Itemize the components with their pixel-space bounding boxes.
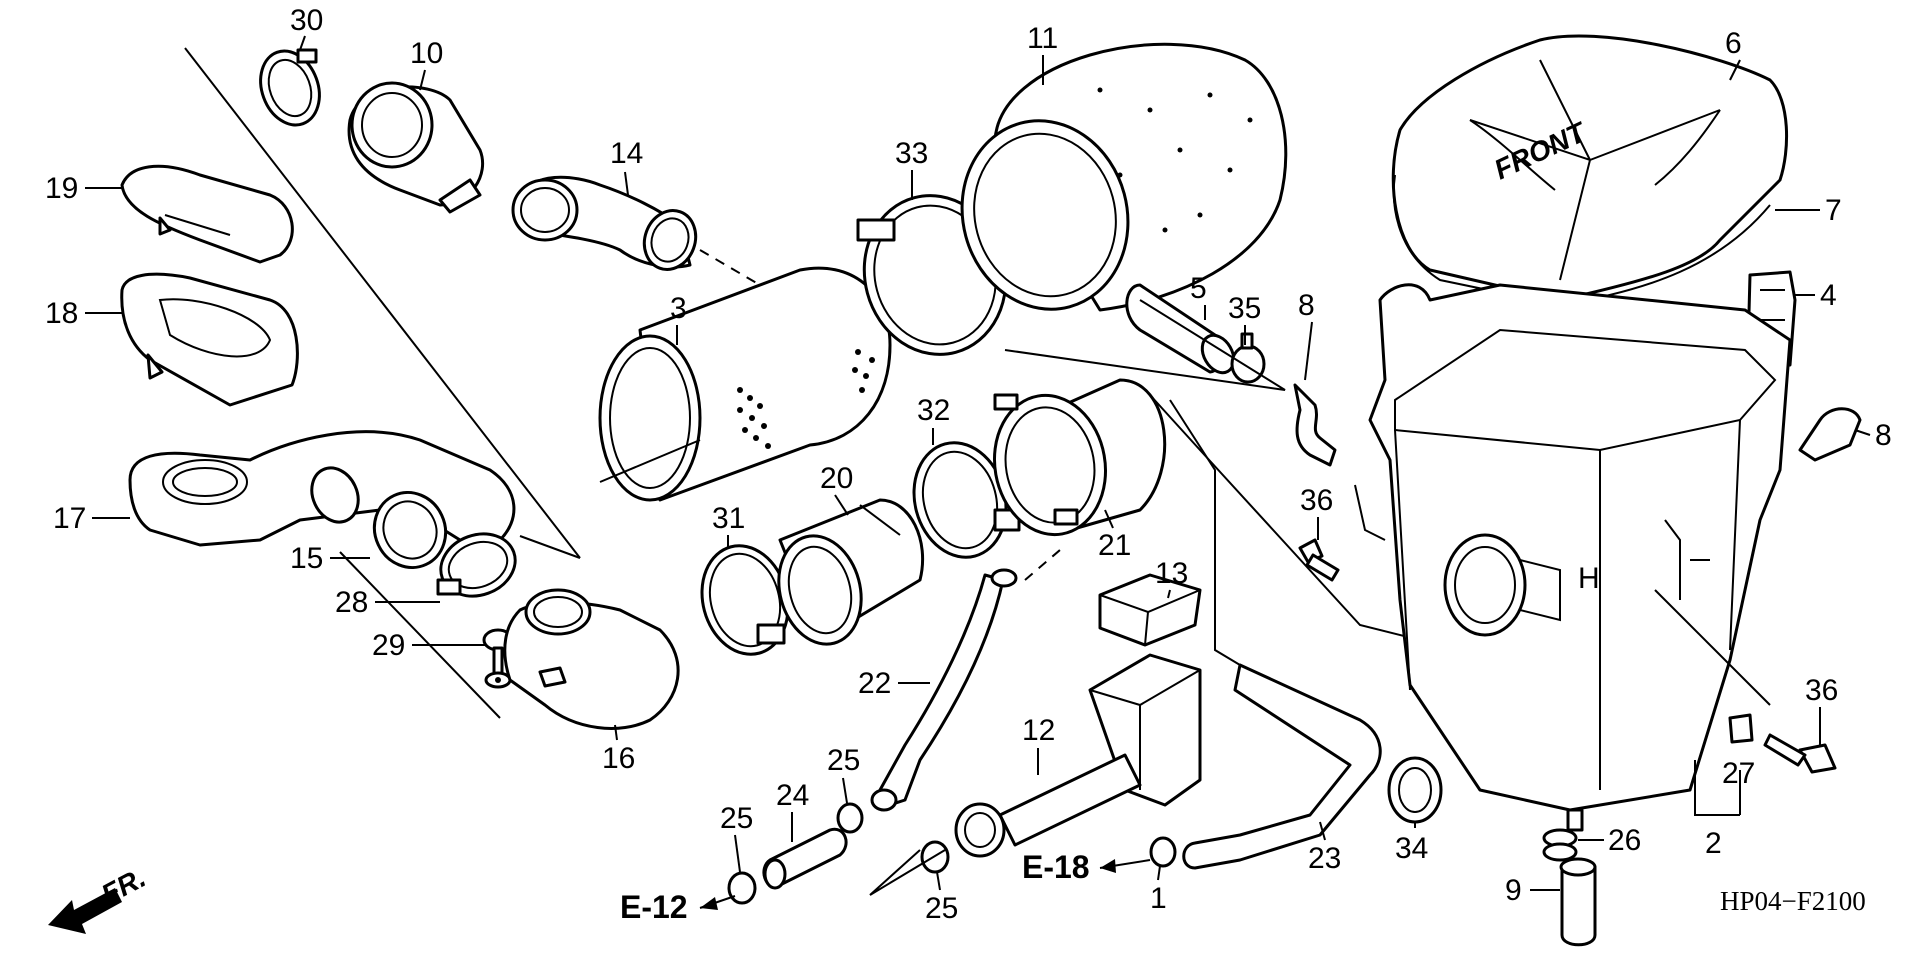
clamp-28 (436, 532, 517, 598)
label-17: 17 (53, 502, 86, 535)
label-15: 15 (290, 542, 323, 575)
label-32: 32 (917, 394, 950, 427)
label-11: 11 (1027, 22, 1058, 55)
label-14: 14 (610, 137, 643, 170)
case-body-2: H (1368, 283, 1792, 832)
pre-filter-3 (598, 266, 892, 502)
label-35: 35 (1228, 292, 1261, 325)
label-25-left: 25 (720, 802, 753, 835)
bracket-8a (1293, 383, 1337, 467)
label-22: 22 (858, 667, 891, 700)
label-27: 27 (1722, 757, 1755, 790)
label-25-mid: 25 (827, 744, 860, 777)
drain-assembly-12 (954, 653, 1202, 858)
tube-5 (1125, 283, 1236, 375)
label-leaders (85, 35, 1871, 891)
diagram-code: HP04−F2100 (1720, 886, 1866, 916)
label-30: 30 (290, 4, 323, 37)
label-3: 3 (670, 292, 687, 325)
e12-text: E-12 (620, 889, 688, 925)
clip-25b (836, 802, 864, 834)
case-letter: H (1578, 562, 1600, 595)
clip-25a (727, 871, 757, 905)
grommet-34 (1387, 756, 1443, 824)
label-29: 29 (372, 629, 405, 662)
label-6: 6 (1725, 27, 1742, 60)
reference-e18: E-18 (1022, 849, 1151, 885)
bolt-36b (1763, 733, 1837, 774)
label-19: 19 (45, 172, 78, 205)
block-13 (1098, 573, 1202, 647)
tube-9 (1559, 857, 1597, 947)
air-filter-element-11 (960, 42, 1288, 312)
label-33: 33 (895, 137, 928, 170)
label-36-left: 36 (1300, 484, 1333, 517)
label-34: 34 (1395, 832, 1428, 865)
label-23: 23 (1308, 842, 1341, 875)
flange-joint-21 (992, 378, 1167, 537)
label-8-right: 8 (1875, 419, 1892, 452)
joint-15 (310, 466, 448, 569)
clamp-ring-30 (259, 48, 321, 127)
label-8-left: 8 (1298, 289, 1315, 322)
e18-text: E-18 (1022, 849, 1090, 885)
bracket-27-2 (1694, 760, 1741, 816)
direction-arrow-icon (48, 888, 122, 934)
hose-23 (1182, 663, 1382, 870)
label-7: 7 (1825, 194, 1842, 227)
reference-e12: E-12 (620, 889, 736, 925)
label-1: 1 (1150, 882, 1167, 915)
tube-14 (511, 175, 698, 271)
duct-cover-19 (120, 164, 294, 264)
connecting-tube-20 (777, 498, 925, 646)
label-18: 18 (45, 297, 78, 330)
label-16: 16 (602, 742, 635, 775)
bolt-36a (1298, 538, 1340, 582)
label-2: 2 (1705, 827, 1722, 860)
bracket-8b (1798, 407, 1862, 462)
label-20: 20 (820, 462, 853, 495)
duct-housing-18 (120, 272, 299, 407)
label-25-bottom: 25 (925, 892, 958, 925)
hose-22 (870, 568, 1018, 812)
label-36-right: 36 (1805, 674, 1838, 707)
label-10: 10 (410, 37, 443, 70)
label-4: 4 (1820, 279, 1837, 312)
intake-end-16 (503, 588, 680, 730)
label-26: 26 (1608, 824, 1641, 857)
label-28: 28 (335, 586, 368, 619)
tube-24 (762, 827, 848, 890)
front-direction-arrow: FR. (48, 862, 151, 934)
part-labels: 30 10 19 18 17 15 28 29 16 14 3 33 11 31… (45, 4, 1892, 925)
clip-1 (1149, 836, 1177, 868)
label-5: 5 (1190, 272, 1207, 305)
rubber-boot-10 (347, 81, 485, 214)
case-cover-6: FRONT (1391, 34, 1788, 302)
label-24: 24 (776, 779, 809, 812)
left-assembly-bracket (184, 47, 581, 719)
label-31: 31 (712, 502, 745, 535)
clip-26 (1542, 828, 1578, 862)
label-21: 21 (1098, 529, 1131, 562)
label-13: 13 (1155, 557, 1188, 590)
label-12: 12 (1022, 714, 1055, 747)
label-9: 9 (1505, 874, 1522, 907)
